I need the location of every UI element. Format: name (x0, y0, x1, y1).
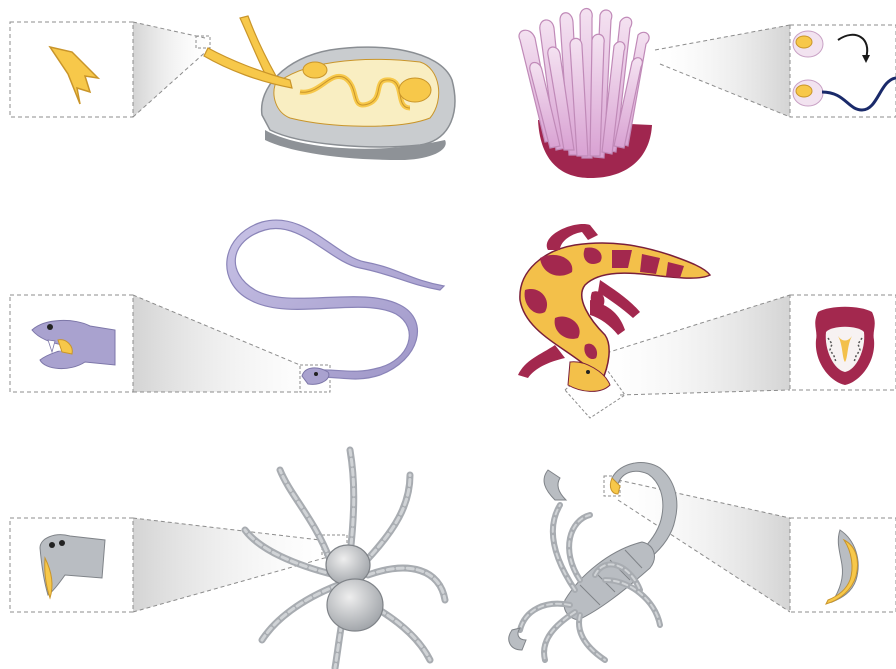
panel-spider (10, 450, 445, 668)
snake-fang-icon (32, 320, 115, 368)
panel-gila-monster (518, 224, 896, 418)
panel-cone-snail (10, 16, 455, 160)
callout-cone (655, 25, 790, 117)
cone-snail-icon (204, 16, 455, 160)
sea-anemone-icon (519, 9, 652, 178)
panel-scorpion (509, 463, 896, 660)
panel-snake (10, 220, 444, 392)
panel-sea-anemone (519, 9, 896, 178)
